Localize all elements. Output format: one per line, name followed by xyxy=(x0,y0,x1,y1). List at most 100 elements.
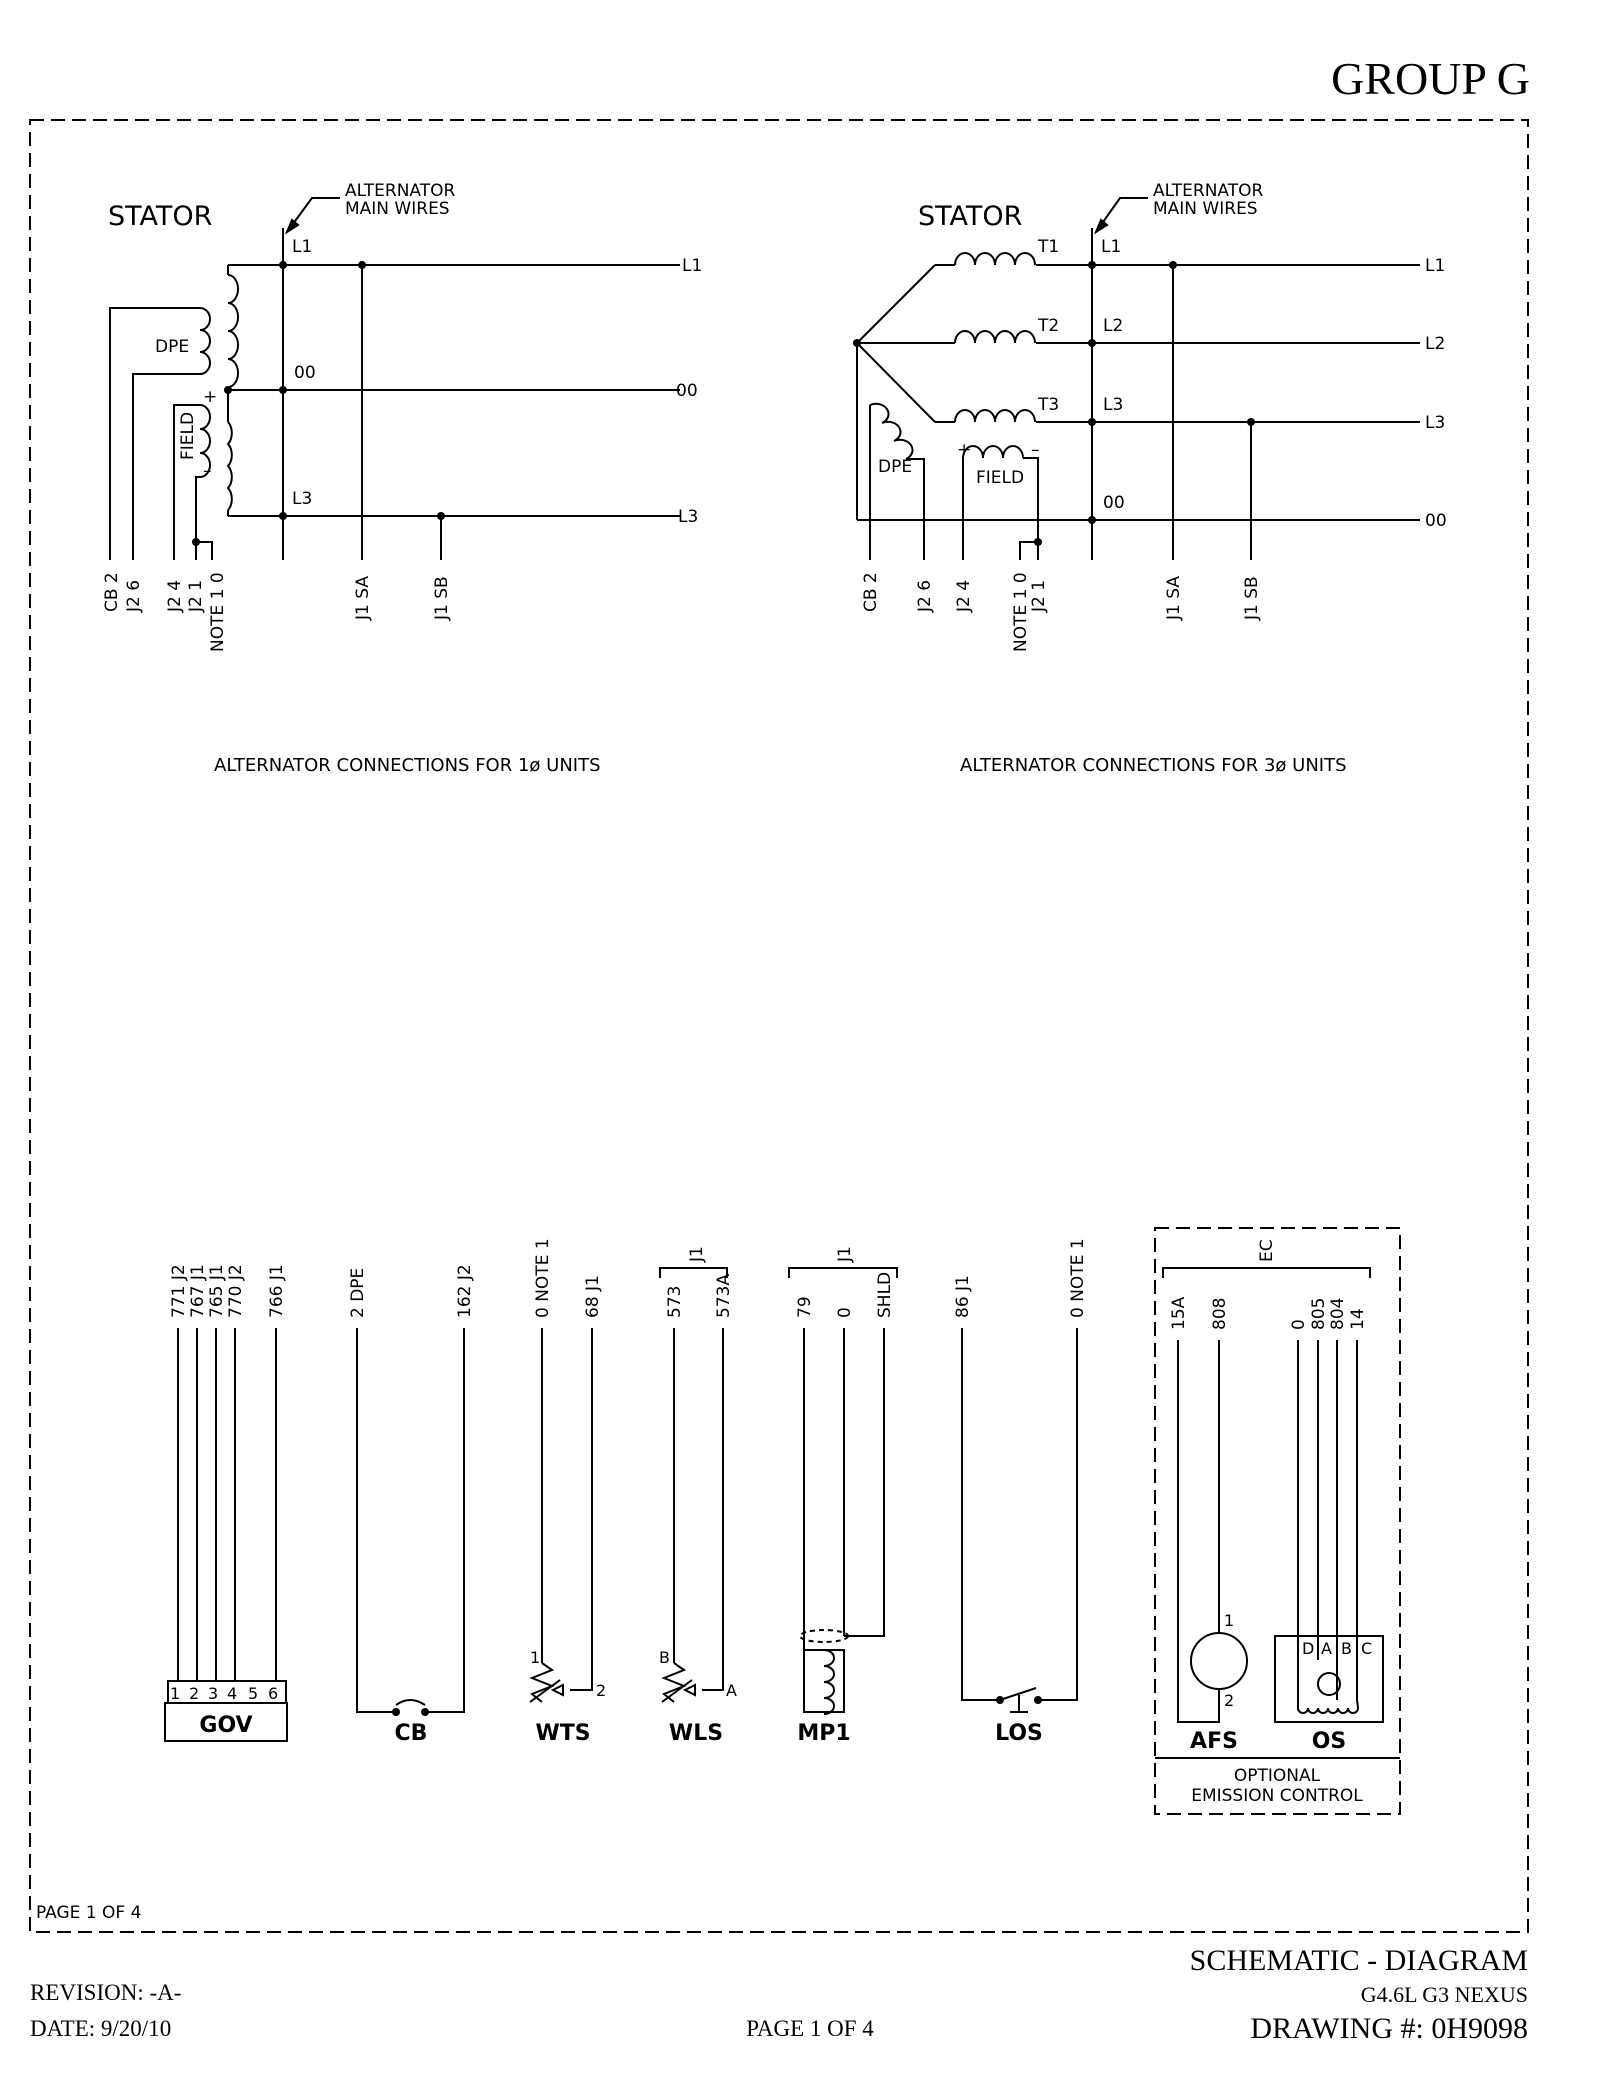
wts-label: WTS xyxy=(535,1721,590,1746)
mp1-shield-wire xyxy=(844,1328,885,1637)
sp-label-l3: L3 xyxy=(292,489,312,509)
los-wire-label-1: 86 J1 xyxy=(953,1275,973,1318)
sp-junctions xyxy=(192,261,445,546)
gov-wire-label-1: 771 J2 xyxy=(169,1264,189,1318)
wls-bracket xyxy=(659,1267,728,1278)
sp-field-wire-minus xyxy=(195,476,200,542)
sp-leader xyxy=(286,197,340,233)
drawing-number: DRAWING #: 0H9098 xyxy=(1250,2012,1528,2045)
cb-wire-label-2: 162 J2 xyxy=(455,1264,475,1318)
tp-label-t1: T1 xyxy=(1037,237,1059,257)
tp-label-t2: T2 xyxy=(1037,316,1059,336)
cb-wire-left xyxy=(356,1328,396,1713)
gov-label: GOV xyxy=(199,1713,252,1738)
afs-sensor xyxy=(1190,1632,1248,1690)
tp-out-l1: L1 xyxy=(1425,256,1445,276)
sp-out-l1: L1 xyxy=(682,256,702,276)
los-wire-label-2: 0 NOTE 1 xyxy=(1068,1238,1088,1318)
wls-resistor xyxy=(661,1662,687,1703)
os-label: OS xyxy=(1312,1729,1347,1754)
sp-dpe-label: DPE xyxy=(155,337,189,357)
sp-stator-coil-lower xyxy=(226,421,233,511)
gov-wire-label-2: 767 J1 xyxy=(188,1264,208,1318)
mp1-label: MP1 xyxy=(797,1721,850,1746)
tp-field-wire-minus xyxy=(1023,457,1039,560)
tp-junctions xyxy=(853,261,1255,546)
gov-wire-label-5: 766 J1 xyxy=(267,1264,287,1318)
wts-component: 0 NOTE 1 68 J1 1 2 WTS xyxy=(529,1238,606,1746)
mp1-coil xyxy=(823,1649,835,1715)
los-label: LOS xyxy=(995,1721,1043,1746)
tp-star-t1 xyxy=(856,264,936,344)
page-text: PAGE 1 OF 4 xyxy=(746,2016,874,2041)
tp-label-oo: 00 xyxy=(1103,493,1125,513)
tp-label-t3: T3 xyxy=(1037,395,1059,415)
cb-contact-arc xyxy=(395,1699,426,1706)
gov-pin-1: 1 xyxy=(170,1684,180,1703)
tp-label-l2: L2 xyxy=(1103,316,1123,336)
tp-bottom-label-j1sa: J1 SA xyxy=(1164,576,1184,621)
sp-alt-label-2: MAIN WIRES xyxy=(345,199,450,219)
gov-pin-6: 6 xyxy=(268,1684,278,1703)
ec-note-1: OPTIONAL xyxy=(1234,1766,1321,1786)
drawing-frame xyxy=(29,119,1529,1933)
sp-field-wire-j21 xyxy=(196,541,213,560)
gov-wire-label-3: 765 J1 xyxy=(207,1264,227,1318)
sp-field-wire-plus xyxy=(173,404,200,560)
sp-out-l3: L3 xyxy=(678,507,698,527)
sp-stator-coil-upper xyxy=(227,274,239,388)
afs-pin-2: 2 xyxy=(1224,1691,1234,1710)
wts-resistor xyxy=(529,1662,555,1703)
gov-pin-3: 3 xyxy=(208,1684,218,1703)
model-text: G4.6L G3 NEXUS xyxy=(1360,1982,1528,2007)
tp-bottom-label-j21: J2 1 xyxy=(1029,580,1049,613)
os-wire-label-1: 0 xyxy=(1289,1319,1309,1330)
los-component: 86 J1 0 NOTE 1 LOS xyxy=(953,1238,1088,1746)
tp-bottom-label-j24: J2 4 xyxy=(954,580,974,613)
sp-field-minus: – xyxy=(203,461,212,481)
wls-bracket-label: J1 xyxy=(687,1246,707,1263)
cb-wire-right xyxy=(425,1328,465,1713)
gov-pin-5: 5 xyxy=(248,1684,258,1703)
sp-alt-label-1: ALTERNATOR xyxy=(345,181,455,201)
sp-label-l1: L1 xyxy=(292,237,312,257)
tp-bottom-label-j26: J2 6 xyxy=(915,580,935,613)
wls-pin-b: B xyxy=(659,1648,670,1667)
afs-wire-1 xyxy=(1177,1340,1220,1723)
tp-field-wire-note xyxy=(1019,541,1038,560)
mp1-wire-label-3: SHLD xyxy=(875,1272,895,1318)
wts-wire-label-2: 68 J1 xyxy=(583,1275,603,1318)
sp-bottom-label-note10: NOTE 1 0 xyxy=(208,572,228,652)
mp1-wire-label-2: 0 xyxy=(835,1307,855,1318)
frame-page-note: PAGE 1 OF 4 xyxy=(36,1903,141,1923)
os-wire-label-3: 804 xyxy=(1328,1298,1348,1330)
sp-bottom-label-j21: J2 1 xyxy=(186,580,206,613)
wts-wire-label-1: 0 NOTE 1 xyxy=(533,1238,553,1318)
tp-coil-t2 xyxy=(954,330,1036,344)
tp-field-coil xyxy=(962,445,1024,459)
tp-out-l2: L2 xyxy=(1425,334,1445,354)
sp-field-coil xyxy=(199,404,211,478)
sp-caption: ALTERNATOR CONNECTIONS FOR 1ø UNITS xyxy=(214,755,601,776)
sp-dpe-wire-a xyxy=(109,307,200,560)
tp-dpe-coil xyxy=(869,402,914,460)
group-label: GROUP G xyxy=(1331,53,1530,104)
tp-bottom-label-j1sb: J1 SB xyxy=(1242,576,1262,621)
tp-bottom-label-note10: NOTE 1 0 xyxy=(1011,572,1031,652)
tp-leader xyxy=(1095,197,1148,233)
wls-wire-label-1: 573 xyxy=(665,1286,685,1318)
tp-dpe-label: DPE xyxy=(878,457,912,477)
sp-label-oo: 00 xyxy=(294,363,316,383)
mp1-component: J1 79 0 SHLD MP1 xyxy=(788,1246,898,1746)
date-text: DATE: 9/20/10 xyxy=(30,2016,172,2041)
os-pin-a: A xyxy=(1321,1639,1332,1658)
sp-leader-arrow xyxy=(284,218,300,235)
sp-out-oo: 00 xyxy=(676,381,698,401)
afs-wire-label-2: 808 xyxy=(1210,1298,1230,1330)
tp-field-minus: – xyxy=(1031,440,1040,460)
mp1-bracket xyxy=(788,1267,898,1278)
ec-bracket-label: EC xyxy=(1257,1239,1277,1262)
sp-dpe-coil xyxy=(199,307,211,375)
sp-bottom-label-cb2: CB 2 xyxy=(102,572,122,612)
sp-bottom-label-j24: J2 4 xyxy=(165,580,185,613)
